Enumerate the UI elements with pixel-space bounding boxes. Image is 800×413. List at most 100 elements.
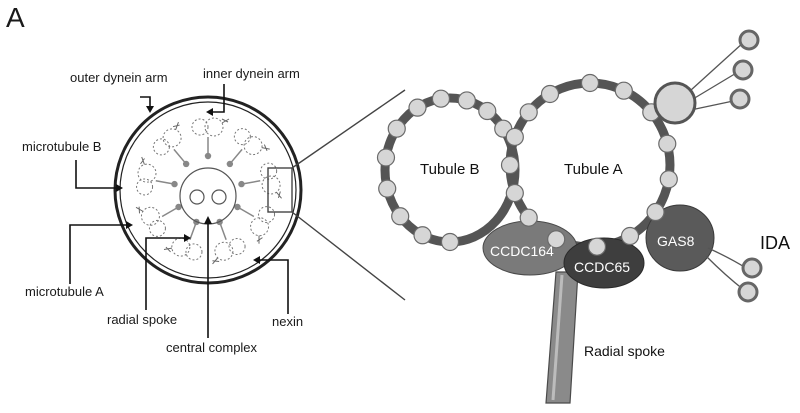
tubule-a-bead-4: [658, 134, 677, 153]
doublet-5-dynein-arms: [212, 257, 220, 265]
spoke-9-head: [182, 160, 190, 168]
doublet-4-dynein-arms: [256, 235, 263, 244]
arrowhead-outer-dynein-arm: [146, 106, 154, 113]
label-inner-dynein-arm: inner dynein arm: [203, 66, 300, 81]
panel-letter: A: [6, 2, 25, 33]
doublet-9-dynein-arms: [172, 121, 180, 130]
label-gas8: GAS8: [657, 233, 695, 249]
spoke-3-head: [238, 180, 245, 188]
arrowhead-radial-spoke: [184, 234, 191, 242]
protein-ccdc65: [563, 237, 645, 289]
ida-upper: [653, 29, 760, 125]
tubule-b-bead-10: [478, 101, 497, 121]
tubule-a-bead-6: [646, 202, 665, 222]
doublet-5-b-tubule: [228, 237, 246, 255]
doublet-8-dynein-arms: [140, 156, 145, 165]
doublet-1-a-tubule: [204, 117, 224, 137]
tubule-b-bead-5: [376, 148, 396, 167]
label-radial-spoke: radial spoke: [107, 312, 178, 327]
doublet-detail: [376, 29, 763, 404]
doublet-4-b-tubule: [258, 206, 276, 224]
arrowhead-microtubule-a: [126, 221, 133, 229]
tubule-b-bead-8: [431, 89, 451, 108]
ida-lower-head-1: [741, 257, 763, 279]
tubule-b-bead-3: [391, 207, 410, 226]
tubule-a-bead-1: [580, 73, 600, 93]
doublet-7-a-tubule: [140, 206, 160, 226]
central-microtubule-left: [189, 189, 205, 205]
label-microtubule-b: microtubule B: [22, 139, 102, 154]
doublet-9-b-tubule: [152, 138, 170, 156]
doublet-3-a-tubule: [261, 175, 281, 195]
spoke-1-head: [204, 152, 212, 160]
label-radial-spoke-detail: Radial spoke: [584, 343, 665, 359]
doublet-1-dynein-arms: [221, 118, 230, 124]
tubule-b-bead-2: [413, 226, 432, 245]
label-outer-dynein-arm: outer dynein arm: [70, 70, 168, 85]
tubule-a-bead-7: [620, 226, 640, 246]
doublet-2-b-tubule: [233, 128, 251, 146]
tubule-a-bead-14: [519, 103, 538, 122]
spoke-4-head: [234, 203, 241, 211]
doublet-7-dynein-arms: [135, 206, 144, 214]
ida-lower: [705, 247, 763, 303]
doublet-9-a-tubule: [162, 128, 182, 148]
ida-upper-head-2: [732, 59, 754, 81]
doublet-4-a-tubule: [250, 217, 270, 237]
tubule-a-bead-10: [519, 208, 538, 227]
radial-spoke-highlight: [551, 274, 564, 401]
label-central-complex: central complex: [166, 340, 258, 355]
tubule-a-bead-13: [505, 127, 524, 147]
doublet-2-dynein-arms: [261, 144, 270, 151]
label-microtubule-a: microtubule A: [25, 284, 104, 299]
arrowhead-microtubule-b: [116, 184, 123, 192]
leader-outer-dynein-arm: [140, 96, 151, 108]
leader-microtubule-b: [75, 160, 118, 189]
tubulin-beads: [376, 73, 678, 256]
arrowhead-inner-dynein-arm: [206, 108, 213, 116]
ida-lower-link-2: [705, 255, 745, 291]
zoom-line-top: [291, 89, 406, 169]
leader-arrowheads: [116, 106, 260, 264]
doublet-7-b-tubule: [148, 219, 166, 237]
ida-upper-base: [653, 81, 697, 125]
arrowhead-nexin: [253, 256, 260, 264]
label-tubule-a: Tubule A: [564, 161, 623, 178]
label-ccdc65: CCDC65: [574, 259, 631, 275]
label-tubule-b: Tubule B: [420, 161, 480, 178]
doublet-5-a-tubule: [214, 241, 234, 261]
doublet-3-dynein-arms: [276, 191, 282, 199]
doublet-8-a-tubule: [137, 163, 157, 183]
leader-microtubule-a: [69, 224, 128, 284]
inset-box: [267, 167, 293, 213]
arrowhead-central-complex: [204, 216, 212, 224]
tubule-b-bead-6: [387, 119, 406, 138]
leader-nexin: [258, 259, 289, 314]
spoke-8-head: [171, 180, 178, 188]
label-nexin: nexin: [272, 314, 304, 329]
doublet-1-b-tubule: [191, 118, 209, 136]
tubule-a-bead-5: [659, 170, 678, 189]
doublet-6-dynein-arms: [163, 246, 173, 253]
spoke-7-head: [175, 203, 182, 211]
tubule-a-bead-2: [614, 81, 633, 100]
tubule-a-bead-12: [500, 155, 520, 175]
tubule-b-bead-1: [440, 232, 460, 252]
central-sheath: [179, 167, 237, 225]
tubule-a-bead-11: [505, 183, 524, 203]
tubule-b-bead-9: [457, 91, 476, 110]
ida-upper-head-3: [729, 88, 751, 110]
spoke-2-head: [226, 160, 234, 168]
central-microtubule-right: [211, 189, 227, 205]
doublet-8-b-tubule: [136, 178, 154, 196]
leader-lines: [69, 84, 289, 338]
ida-upper-head-1: [738, 29, 760, 51]
axoneme-cross-section: [69, 84, 303, 338]
tubule-b-bead-4: [378, 179, 397, 198]
doublet-2-a-tubule: [243, 136, 263, 156]
ida-lower-head-2: [737, 281, 759, 303]
leader-inner-dynein-arm: [212, 84, 225, 113]
leader-radial-spoke: [145, 237, 186, 310]
label-ccdc164: CCDC164: [490, 243, 554, 259]
